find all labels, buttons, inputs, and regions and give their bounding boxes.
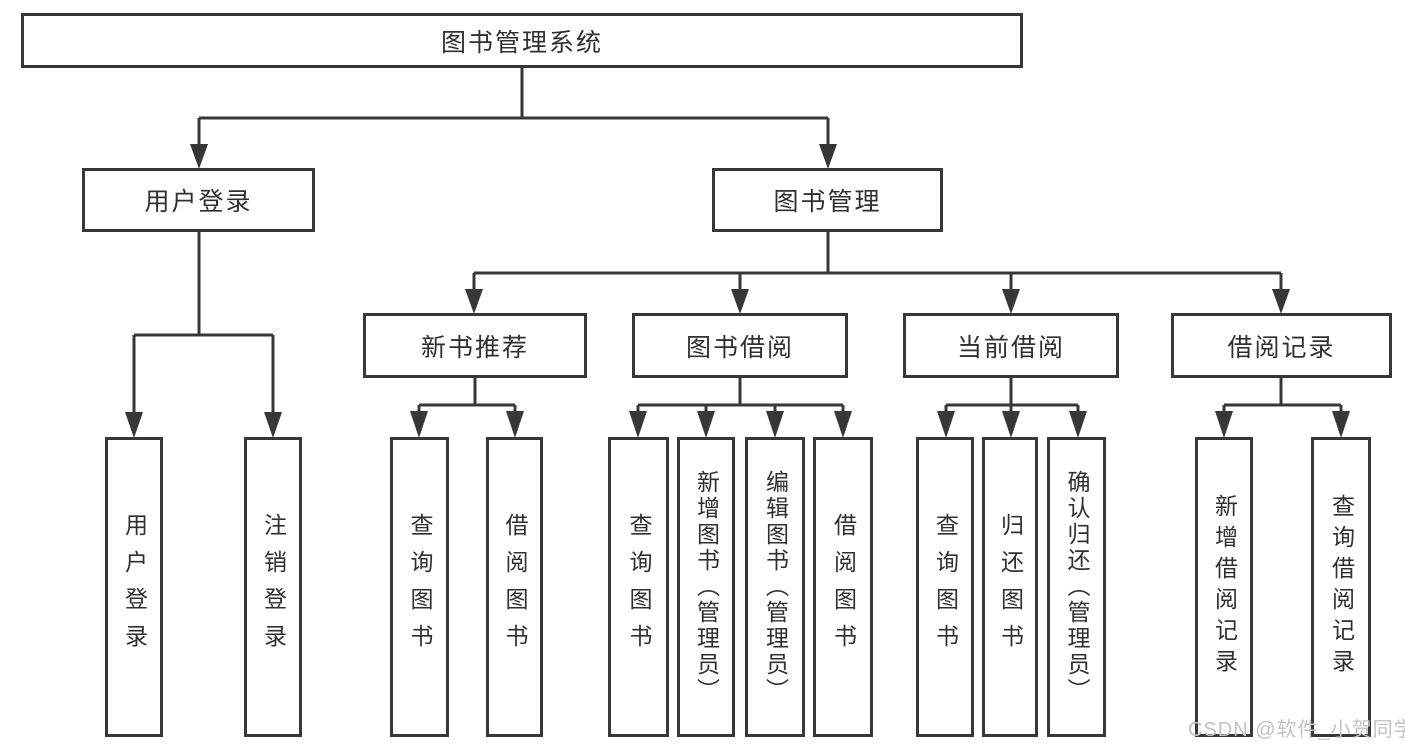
leaf-return-book-label: 归还图书 bbox=[997, 513, 1024, 661]
leaf-user-login-label: 用户登录 bbox=[121, 513, 148, 661]
leaf-borrow-books: 借阅图书 bbox=[813, 437, 873, 737]
leaf-edit-book-admin: 编辑图书（管理员） bbox=[745, 437, 805, 737]
leaf-borrow-books-recommend-label: 借阅图书 bbox=[502, 513, 528, 661]
leaf-add-book-admin: 新增图书（管理员） bbox=[677, 437, 735, 737]
leaf-query-borrow-record-label: 查询借阅记录 bbox=[1328, 494, 1355, 680]
arrowhead-icon bbox=[506, 411, 524, 438]
leaf-add-book-admin-label: 新增图书（管理员） bbox=[693, 470, 720, 704]
leaf-confirm-return-admin: 确认归还（管理员） bbox=[1047, 437, 1106, 737]
leaf-borrow-books-recommend: 借阅图书 bbox=[486, 437, 543, 737]
node-new-book-recommend-label: 新书推荐 bbox=[420, 333, 529, 362]
node-borrow-records-label: 借阅记录 bbox=[1227, 333, 1336, 362]
leaf-add-borrow-record: 新增借阅记录 bbox=[1195, 437, 1253, 737]
connector-current-borrow-to-leaves bbox=[944, 378, 1080, 413]
arrowhead-icon bbox=[1332, 411, 1350, 438]
node-new-book-recommend: 新书推荐 bbox=[363, 313, 587, 378]
arrowhead-icon bbox=[766, 411, 784, 438]
leaf-query-books-borrow: 查询图书 bbox=[608, 437, 669, 737]
node-book-management: 图书管理 bbox=[712, 168, 943, 232]
leaf-borrow-books-label: 借阅图书 bbox=[830, 513, 857, 661]
leaf-logout-label: 注销登录 bbox=[260, 513, 287, 661]
node-book-management-label: 图书管理 bbox=[773, 188, 882, 216]
connector-new-book-recommend-to-leaves bbox=[417, 378, 517, 413]
connector-book-management-to-level3 bbox=[472, 232, 1283, 291]
node-root-label: 图书管理系统 bbox=[440, 28, 603, 57]
leaf-logout: 注销登录 bbox=[244, 437, 302, 737]
arrowhead-icon bbox=[1272, 289, 1290, 314]
watermark-text: CSDN @软件_小贺同学 bbox=[1188, 719, 1405, 741]
leaf-query-books-current: 查询图书 bbox=[916, 437, 974, 737]
arrowhead-icon bbox=[1002, 289, 1020, 314]
arrowhead-icon bbox=[264, 412, 282, 438]
arrowhead-icon bbox=[125, 412, 143, 438]
connector-borrow-records-to-leaves bbox=[1222, 378, 1343, 413]
arrowhead-icon bbox=[697, 411, 715, 438]
leaf-confirm-return-admin-label: 确认归还（管理员） bbox=[1064, 470, 1090, 704]
node-book-borrow: 图书借阅 bbox=[632, 313, 848, 378]
leaf-query-borrow-record: 查询借阅记录 bbox=[1311, 437, 1371, 737]
node-user-login-label: 用户登录 bbox=[144, 188, 253, 216]
arrowhead-icon bbox=[1069, 411, 1087, 438]
leaf-user-login: 用户登录 bbox=[105, 437, 163, 737]
connector-user-login-to-leaves bbox=[132, 232, 275, 414]
leaf-return-book: 归还图书 bbox=[982, 437, 1038, 737]
arrowhead-icon bbox=[937, 411, 955, 438]
connector-root-to-level2 bbox=[197, 68, 830, 146]
leaf-query-books-recommend-label: 查询图书 bbox=[407, 513, 433, 661]
connector-book-borrow-to-leaves bbox=[636, 378, 845, 413]
node-book-borrow-label: 图书借阅 bbox=[685, 333, 794, 362]
leaf-query-books-recommend: 查询图书 bbox=[390, 437, 449, 737]
leaf-query-books-current-label: 查询图书 bbox=[932, 513, 959, 661]
arrowhead-icon bbox=[1002, 411, 1020, 438]
arrowhead-icon bbox=[410, 411, 428, 438]
arrowheads bbox=[125, 144, 1350, 438]
arrowhead-icon bbox=[629, 411, 647, 438]
leaf-add-borrow-record-label: 新增借阅记录 bbox=[1211, 494, 1238, 680]
node-current-borrow-label: 当前借阅 bbox=[956, 333, 1065, 362]
arrowhead-icon bbox=[834, 411, 852, 438]
node-borrow-records: 借阅记录 bbox=[1171, 313, 1392, 378]
arrowhead-icon bbox=[731, 289, 749, 314]
leaf-query-books-borrow-label: 查询图书 bbox=[626, 513, 652, 661]
arrowhead-icon bbox=[465, 289, 483, 314]
leaf-edit-book-admin-label: 编辑图书（管理员） bbox=[762, 470, 789, 704]
node-root: 图书管理系统 bbox=[21, 13, 1023, 68]
arrowhead-icon bbox=[819, 144, 837, 169]
node-user-login: 用户登录 bbox=[82, 168, 315, 232]
arrowhead-icon bbox=[1215, 411, 1233, 438]
arrowhead-icon bbox=[190, 144, 208, 169]
node-current-borrow: 当前借阅 bbox=[903, 313, 1119, 378]
